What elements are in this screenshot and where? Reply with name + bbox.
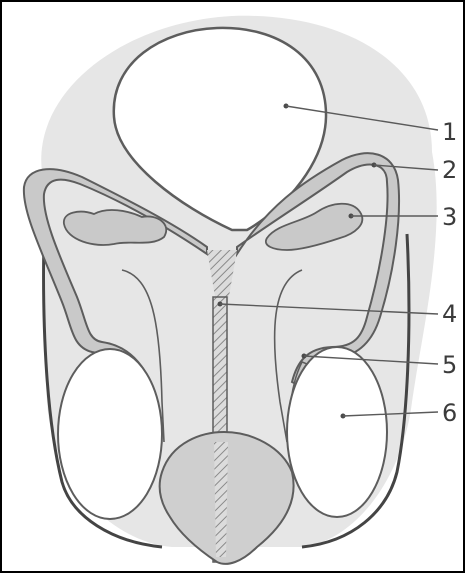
label-2: 2 <box>442 156 457 184</box>
label-5: 5 <box>442 351 457 379</box>
glans-urethra-segment <box>214 442 228 557</box>
right-testis <box>287 347 387 517</box>
label-3: 3 <box>442 203 457 231</box>
left-testis <box>58 349 162 519</box>
label-6: 6 <box>442 399 457 427</box>
label-4: 4 <box>442 300 457 328</box>
label-1: 1 <box>442 118 457 146</box>
